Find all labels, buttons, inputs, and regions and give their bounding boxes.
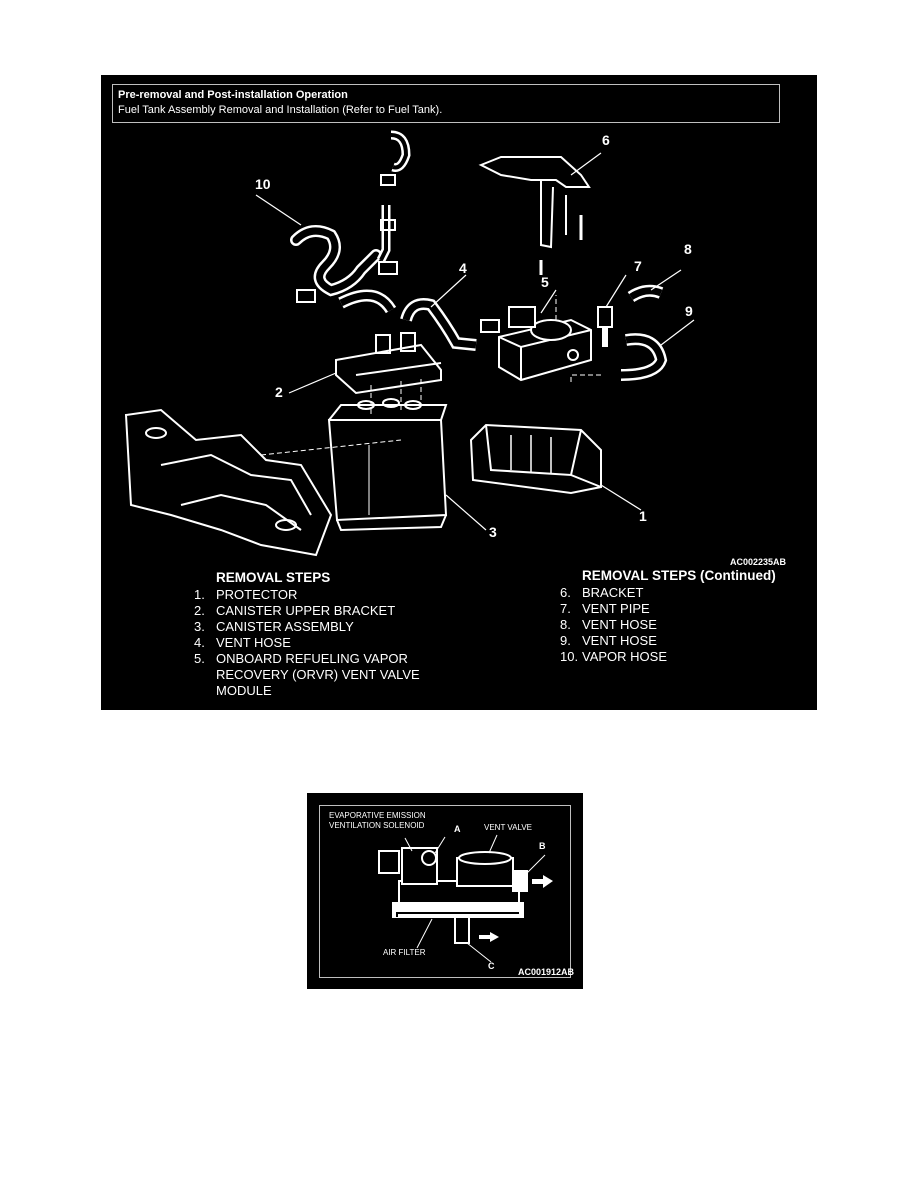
callout-7: 7: [634, 258, 642, 274]
figure-code-2: AC001912AB: [518, 967, 575, 977]
callout-10: 10: [255, 176, 271, 192]
vent-valve-module-artwork: [378, 834, 553, 963]
solenoid-label: EVAPORATIVE EMISSION VENTILATION SOLENOI…: [329, 811, 426, 830]
removal-steps-continued-list: REMOVAL STEPS (Continued) 6.BRACKET 7.VE…: [560, 568, 776, 665]
port-a-label: A: [454, 824, 461, 834]
exploded-diagram-figure: Pre-removal and Post-installation Operat…: [101, 75, 817, 710]
callout-1: 1: [639, 508, 647, 524]
pre-removal-note-box: Pre-removal and Post-installation Operat…: [112, 84, 780, 123]
air-filter-label: AIR FILTER: [383, 948, 426, 957]
vent-valve-module-figure: EVAPORATIVE EMISSION VENTILATION SOLENOI…: [307, 793, 583, 989]
list-item: 7.VENT PIPE: [560, 601, 650, 616]
port-b-label: B: [539, 841, 546, 851]
note-text: Fuel Tank Assembly Removal and Installat…: [118, 104, 443, 116]
figure-code-1: AC002235AB: [730, 557, 787, 567]
exploded-diagram-artwork: [124, 130, 695, 557]
callout-6: 6: [602, 132, 610, 148]
removal-steps-list: REMOVAL STEPS 1.PROTECTOR 2.CANISTER UPP…: [194, 570, 420, 699]
list-item: 1.PROTECTOR: [194, 587, 298, 602]
list-item: 6.BRACKET: [560, 585, 644, 600]
list-item: 8.VENT HOSE: [560, 617, 657, 632]
callout-3: 3: [489, 524, 497, 540]
callout-4: 4: [459, 260, 467, 276]
callout-2: 2: [275, 384, 283, 400]
figure-frame: [319, 805, 571, 978]
removal-steps-continued-heading: REMOVAL STEPS (Continued): [582, 568, 776, 583]
list-item: 5.ONBOARD REFUELING VAPOR RECOVERY (ORVR…: [194, 651, 420, 698]
removal-steps-heading: REMOVAL STEPS: [216, 570, 331, 585]
list-item: 2.CANISTER UPPER BRACKET: [194, 603, 396, 618]
port-c-label: C: [488, 961, 495, 971]
list-item: 9.VENT HOSE: [560, 633, 657, 648]
list-item: 4.VENT HOSE: [194, 635, 291, 650]
note-title: Pre-removal and Post-installation Operat…: [118, 89, 348, 101]
callout-5: 5: [541, 274, 549, 290]
list-item: 3.CANISTER ASSEMBLY: [194, 619, 354, 634]
callout-9: 9: [685, 303, 693, 319]
callout-8: 8: [684, 241, 692, 257]
list-item: 10.VAPOR HOSE: [560, 649, 668, 664]
vent-valve-label: VENT VALVE: [484, 823, 533, 832]
